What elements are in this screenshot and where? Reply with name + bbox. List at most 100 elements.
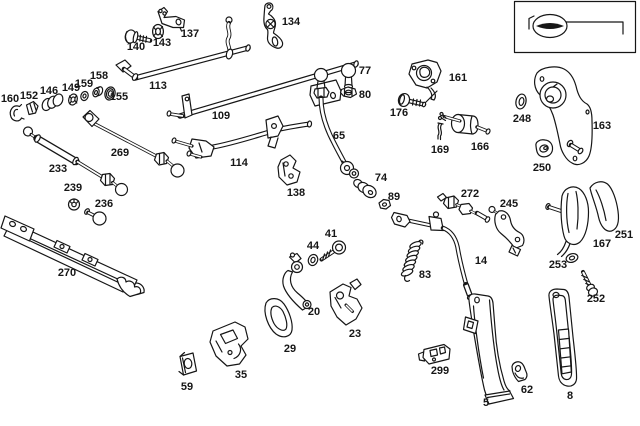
part-152-clip xyxy=(25,100,39,116)
part-163-plate xyxy=(534,66,593,166)
part-269-rod xyxy=(82,109,185,178)
part-114-rod xyxy=(171,115,313,159)
part-29-pad xyxy=(264,298,293,338)
part-161-bracket xyxy=(408,59,442,101)
part-59-clip xyxy=(178,351,198,376)
part-number-8: 8 xyxy=(567,390,573,402)
part-number-159: 159 xyxy=(75,78,93,90)
part-number-83: 83 xyxy=(419,269,431,281)
part-236-ball-stud xyxy=(84,208,107,226)
part-272-linkage xyxy=(436,192,491,223)
part-number-143: 143 xyxy=(153,37,171,49)
part-299-clip-block xyxy=(417,343,451,365)
part-number-269: 269 xyxy=(111,147,129,159)
part-number-65: 65 xyxy=(333,130,345,142)
part-160-circlip xyxy=(9,103,25,122)
legend-key-box xyxy=(513,0,637,54)
part-number-299: 299 xyxy=(431,365,449,377)
part-number-41: 41 xyxy=(325,228,337,240)
part-number-166: 166 xyxy=(471,141,489,153)
part-number-163: 163 xyxy=(593,120,611,132)
part-167-boot xyxy=(545,186,590,258)
key-icon xyxy=(528,13,624,39)
part-number-89: 89 xyxy=(388,191,400,203)
part-number-59: 59 xyxy=(181,381,193,393)
part-44-washer xyxy=(307,253,319,267)
part-159-bushing xyxy=(80,90,89,102)
part-number-248: 248 xyxy=(513,113,531,125)
part-number-29: 29 xyxy=(284,343,296,355)
part-number-62: 62 xyxy=(521,384,533,396)
part-252-screw xyxy=(581,270,599,297)
part-number-160: 160 xyxy=(1,93,19,105)
part-5-pedal xyxy=(462,293,515,405)
part-number-35: 35 xyxy=(235,369,247,381)
part-20-lever xyxy=(282,252,312,311)
part-149-washer xyxy=(68,93,78,106)
part-176-bolt xyxy=(397,90,438,108)
part-number-23: 23 xyxy=(349,328,361,340)
part-number-272: 272 xyxy=(461,188,479,200)
part-number-80: 80 xyxy=(359,89,371,101)
part-251-pad xyxy=(589,181,620,232)
part-number-250: 250 xyxy=(533,162,551,174)
part-137-bracket xyxy=(157,6,186,32)
part-89-nut xyxy=(378,198,392,210)
part-77-knob xyxy=(340,62,357,90)
part-number-245: 245 xyxy=(500,198,518,210)
part-35-housing xyxy=(209,321,249,367)
part-80-nut xyxy=(339,86,358,99)
part-number-20: 20 xyxy=(308,306,320,318)
part-number-138: 138 xyxy=(287,187,305,199)
part-number-161: 161 xyxy=(449,72,467,84)
part-number-176: 176 xyxy=(390,107,408,119)
part-number-169: 169 xyxy=(431,144,449,156)
part-134-lever xyxy=(263,2,284,49)
part-number-146: 146 xyxy=(40,85,58,97)
part-239-nut xyxy=(67,198,81,211)
part-155-ring xyxy=(104,86,116,101)
part-109-shaft xyxy=(166,60,359,119)
part-number-251: 251 xyxy=(615,229,633,241)
part-245-bracket xyxy=(488,205,525,257)
part-number-252: 252 xyxy=(587,293,605,305)
part-number-270: 270 xyxy=(58,267,76,279)
part-23-bracket xyxy=(329,278,363,326)
part-83-spring xyxy=(400,239,424,282)
part-number-253: 253 xyxy=(549,259,567,271)
part-169-pin xyxy=(437,122,444,141)
part-270-rail xyxy=(0,215,145,298)
part-248-washer xyxy=(515,93,527,110)
part-74-bushing-stack xyxy=(353,178,377,199)
part-number-114: 114 xyxy=(230,157,249,169)
part-number-239: 239 xyxy=(64,182,82,194)
part-number-167: 167 xyxy=(593,238,611,250)
part-number-236: 236 xyxy=(95,198,113,210)
part-140-bolt xyxy=(124,29,153,44)
part-number-109: 109 xyxy=(212,110,230,122)
part-number-152: 152 xyxy=(20,90,38,102)
part-253-washer xyxy=(565,252,579,264)
part-number-77: 77 xyxy=(359,65,371,77)
part-41-screw xyxy=(319,240,347,262)
part-233-rod xyxy=(22,126,129,197)
part-113-shaft xyxy=(115,16,251,81)
part-146-bushing xyxy=(41,93,64,112)
part-number-158: 158 xyxy=(90,70,108,82)
part-158-bushing xyxy=(92,86,104,98)
part-65-lever xyxy=(313,67,360,179)
part-250-grommet xyxy=(535,139,554,158)
part-number-74: 74 xyxy=(375,172,388,184)
part-62-clip xyxy=(511,361,528,383)
part-number-44: 44 xyxy=(307,240,320,252)
part-8-pedal-pad xyxy=(548,288,578,387)
part-166-damper xyxy=(437,111,491,135)
part-138-bracket xyxy=(277,154,301,186)
part-number-140: 140 xyxy=(127,41,145,53)
part-number-5: 5 xyxy=(483,397,489,409)
part-number-113: 113 xyxy=(149,80,167,92)
part-number-14: 14 xyxy=(475,255,488,267)
part-number-155: 155 xyxy=(110,91,128,103)
